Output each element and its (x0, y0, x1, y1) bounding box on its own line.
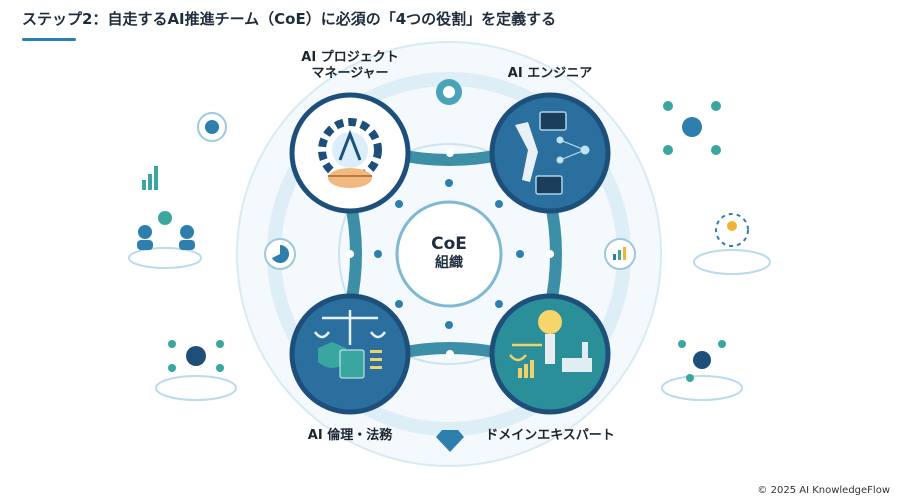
neural-network-icon (556, 136, 590, 164)
center-label-line2: 組織 (435, 255, 463, 271)
left-network-icon (155, 340, 237, 401)
scales-icon (313, 310, 387, 345)
right-network-icon (663, 101, 721, 155)
connector-dot-left (346, 250, 354, 258)
pm-role-label-line2: マネージャー (311, 66, 389, 81)
factory-icon (562, 342, 592, 372)
connector-bands (344, 148, 562, 360)
mini-bar-chart-icon (604, 238, 636, 270)
engineer-role-circle (489, 92, 611, 214)
pm-role-label-line1: AI プロジェクト (301, 50, 399, 65)
center-hub (395, 200, 503, 308)
team-icon (128, 211, 202, 269)
gear-icon (436, 79, 462, 105)
bar-chart-icon (518, 360, 534, 378)
connector-dot-right (546, 250, 554, 258)
diamond-icon (436, 430, 464, 452)
engineer-role-label: AI エンジニア (507, 66, 593, 81)
scales-icon-2 (509, 343, 542, 362)
pie-chart-icon (264, 238, 296, 270)
left-target-icon (197, 112, 227, 142)
ethics-role-label: AI 倫理・法務 (307, 428, 393, 443)
page-title: ステップ2：自走するAI推進チーム（CoE）に必須の「4つの役割」を定義する (22, 10, 557, 28)
center-label: CoE 組織 (399, 234, 499, 272)
shield-check-icon (318, 342, 346, 368)
hub-nodes (374, 179, 524, 329)
lightbulb-icon (538, 310, 562, 364)
code-window-icon-2 (535, 175, 563, 195)
wrench-icon (515, 122, 538, 182)
center-label-line1: CoE (431, 234, 467, 254)
connector-dot-top (446, 149, 454, 157)
right-node-icon (661, 340, 743, 401)
connector-dot-bottom (446, 350, 454, 358)
copyright-text: © 2025 AI KnowledgeFlow (757, 485, 890, 496)
document-icon (339, 349, 365, 379)
domain-role-label: ドメインエキスパート (485, 428, 615, 443)
code-window-icon-1 (539, 111, 567, 131)
left-bar-chart-icon (142, 166, 158, 190)
pm-role-label: AI プロジェクト マネージャー (272, 50, 428, 82)
domain-role-circle (489, 293, 611, 415)
title-underline (22, 38, 76, 41)
handshake-icon (328, 168, 372, 188)
checklist-icon (370, 350, 382, 369)
right-user-cycle-icon (693, 213, 771, 275)
ethics-role-circle (289, 293, 411, 415)
pm-role-circle (289, 92, 411, 214)
